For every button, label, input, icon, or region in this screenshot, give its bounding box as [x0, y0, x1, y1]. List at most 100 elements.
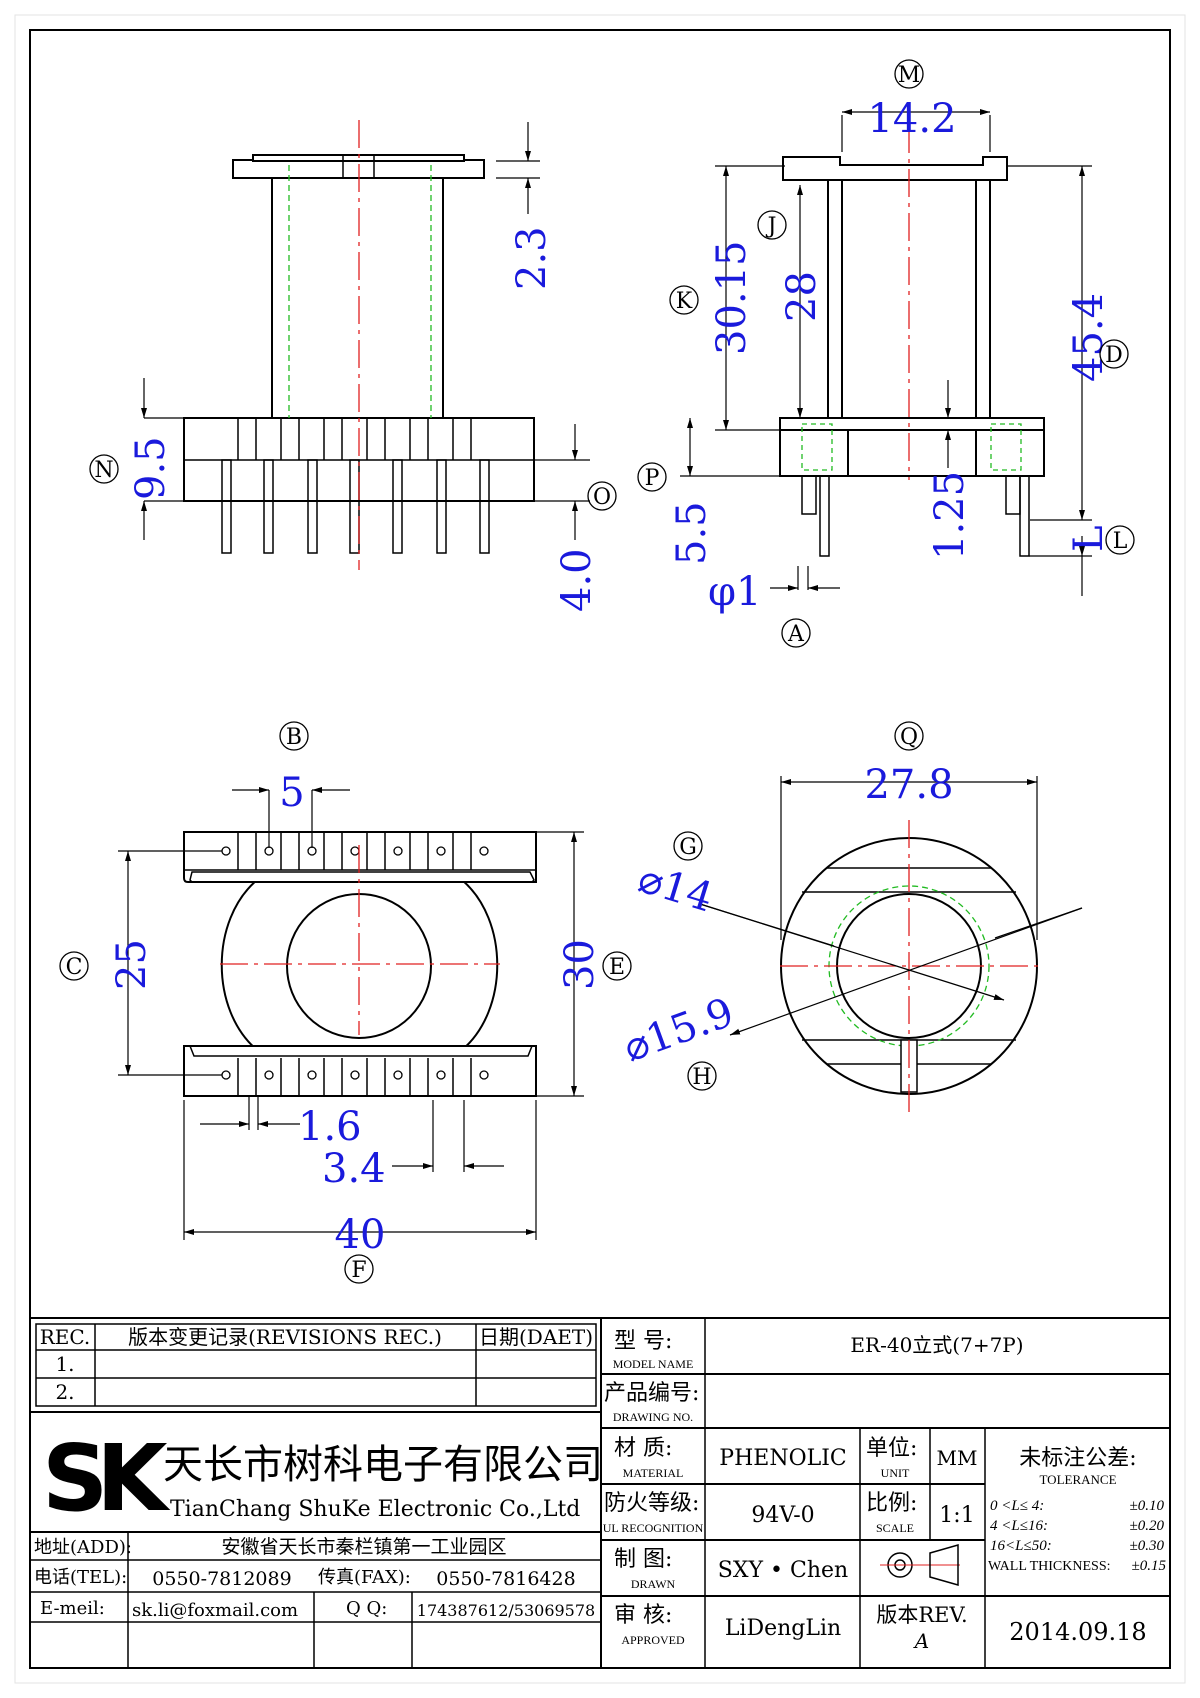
- outer-border: [14, 14, 1186, 1684]
- scale-value: 1:1: [939, 1503, 974, 1528]
- dim-l-length: L: [1066, 525, 1112, 552]
- tolerance-title: 未标注公差:: [1019, 1446, 1136, 1471]
- pins: [221, 459, 490, 554]
- dim-flange-height: 2.3: [509, 226, 555, 290]
- circle-label-e: E: [602, 951, 632, 981]
- drawn-label: 制 图:: [614, 1547, 672, 1572]
- circle-label-m: M: [894, 59, 924, 89]
- wall-thickness-value: ±0.15: [1132, 1558, 1167, 1574]
- circle-label-d: D: [1099, 339, 1129, 369]
- dim-pin-width: 1.6: [298, 1104, 362, 1150]
- dim-step-height: 1.25: [927, 471, 973, 560]
- model-label-en: MODEL NAME: [613, 1357, 694, 1371]
- unit-label: 单位:: [866, 1436, 917, 1461]
- title-block: [29, 1317, 1171, 1669]
- svg-text:P: P: [645, 466, 660, 491]
- company-logo: SK: [42, 1425, 171, 1532]
- bottom-body: [220, 879, 258, 1051]
- circle-label-h: H: [687, 1061, 717, 1091]
- unit-label-en: UNIT: [881, 1466, 910, 1480]
- rev-row-2: 2.: [55, 1380, 74, 1404]
- material-label-en: MATERIAL: [623, 1466, 684, 1480]
- company-name-en: TianChang ShuKe Electronic Co.,Ltd: [170, 1497, 580, 1522]
- model-value: ER-40立式(7+7P): [850, 1333, 1023, 1357]
- email-label: E-meil:: [40, 1598, 105, 1619]
- svg-text:J: J: [766, 214, 777, 239]
- circle-label-g: G: [673, 831, 703, 861]
- tel-label: 电话(TEL):: [34, 1567, 127, 1588]
- svg-text:D: D: [1105, 343, 1123, 368]
- dim-base-height: 9.5: [128, 436, 174, 500]
- rev-col-rec: REC.: [40, 1325, 91, 1349]
- svg-text:M: M: [898, 63, 921, 88]
- circle-label-c: C: [59, 951, 89, 981]
- tolerance-row-2-value: ±0.20: [1130, 1518, 1165, 1534]
- qq-value: 174387612/53069578: [417, 1601, 595, 1620]
- circle-label-n: N: [89, 454, 119, 484]
- circle-label-a: A: [781, 618, 811, 648]
- dim-p-height: 5.5: [669, 501, 715, 565]
- material-value: PHENOLIC: [719, 1446, 846, 1471]
- svg-text:N: N: [94, 458, 113, 483]
- side-base-lower: [779, 429, 1045, 477]
- svg-text:H: H: [692, 1065, 711, 1090]
- circle-label-o: O: [587, 481, 617, 511]
- rev-row-1: 1.: [55, 1352, 74, 1376]
- drawing-no-label: 产品编号:: [604, 1381, 699, 1406]
- svg-text:O: O: [593, 485, 611, 510]
- dim-pin-gap: 3.4: [322, 1146, 386, 1192]
- svg-text:L: L: [1113, 529, 1128, 554]
- projection-symbol-icon: [880, 1544, 960, 1586]
- dim-pin-span-c: 25: [109, 939, 155, 990]
- circle-label-l: L: [1105, 525, 1135, 555]
- model-label: 型 号:: [614, 1329, 672, 1354]
- svg-text:F: F: [351, 1258, 366, 1283]
- dim-outer-diameter: 27.8: [864, 762, 953, 808]
- side-view: [680, 109, 1092, 596]
- rev-value: A: [913, 1629, 929, 1653]
- dim-mid-diameter: ⌀15.9: [618, 989, 740, 1071]
- date-value: 2014.09.18: [1009, 1618, 1146, 1646]
- approved-value: LiDengLin: [725, 1616, 841, 1641]
- circle-label-j: J: [757, 210, 787, 240]
- approved-label: 审 核:: [614, 1603, 672, 1628]
- dim-j-height: 28: [779, 271, 825, 322]
- tel-value: 0550-7812089: [152, 1568, 291, 1590]
- circle-label-p: P: [637, 462, 667, 492]
- top-pin-rail: [183, 831, 537, 883]
- bottom-view-pin-slots: [237, 832, 472, 1096]
- dim-pin-length: 4.0: [554, 548, 600, 612]
- svg-text:B: B: [286, 725, 302, 750]
- email-value: sk.li@foxmail.com: [132, 1600, 298, 1621]
- svg-text:K: K: [676, 289, 693, 314]
- bottom-view: [118, 787, 584, 1240]
- tolerance-row-2-range: 4 <L≤16:: [990, 1518, 1048, 1534]
- svg-text:A: A: [787, 622, 805, 647]
- tolerance-row-3-range: 16<L≤50:: [990, 1538, 1052, 1554]
- fax-value: 0550-7816428: [436, 1568, 575, 1590]
- drawn-label-en: DRAWN: [631, 1577, 676, 1591]
- side-pins: [801, 475, 1030, 557]
- rev-col-desc: 版本变更记录(REVISIONS REC.): [128, 1325, 442, 1349]
- circle-label-b: B: [279, 721, 309, 751]
- qq-label: Q Q:: [346, 1598, 387, 1619]
- ul-label-en: UL RECOGNITION: [603, 1521, 704, 1535]
- tolerance-row-1-range: 0 <L≤ 4:: [990, 1498, 1044, 1514]
- drawing-no-label-en: DRAWING NO.: [613, 1410, 693, 1424]
- drawn-value: SXY • Chen: [718, 1558, 848, 1583]
- front-view: [141, 120, 590, 570]
- rev-label: 版本REV.: [876, 1603, 967, 1627]
- dim-inner-width: 14.2: [867, 96, 956, 142]
- ul-label: 防火等级:: [604, 1491, 699, 1516]
- dim-pin-diameter: φ1: [708, 569, 761, 615]
- address-label: 地址(ADD):: [34, 1537, 132, 1558]
- company-name-cn: 天长市树科电子有限公司: [163, 1442, 603, 1488]
- svg-text:C: C: [66, 955, 83, 980]
- top-view: [699, 776, 1083, 1112]
- tolerance-row-1-value: ±0.10: [1130, 1498, 1165, 1514]
- wall-thickness-label: WALL THICKNESS:: [988, 1559, 1111, 1574]
- tolerance-row-3-value: ±0.30: [1130, 1538, 1165, 1554]
- dim-inner-diameter: ⌀14: [633, 856, 718, 922]
- circle-label-q: Q: [894, 721, 924, 751]
- address-value: 安徽省天长市秦栏镇第一工业园区: [221, 1536, 506, 1558]
